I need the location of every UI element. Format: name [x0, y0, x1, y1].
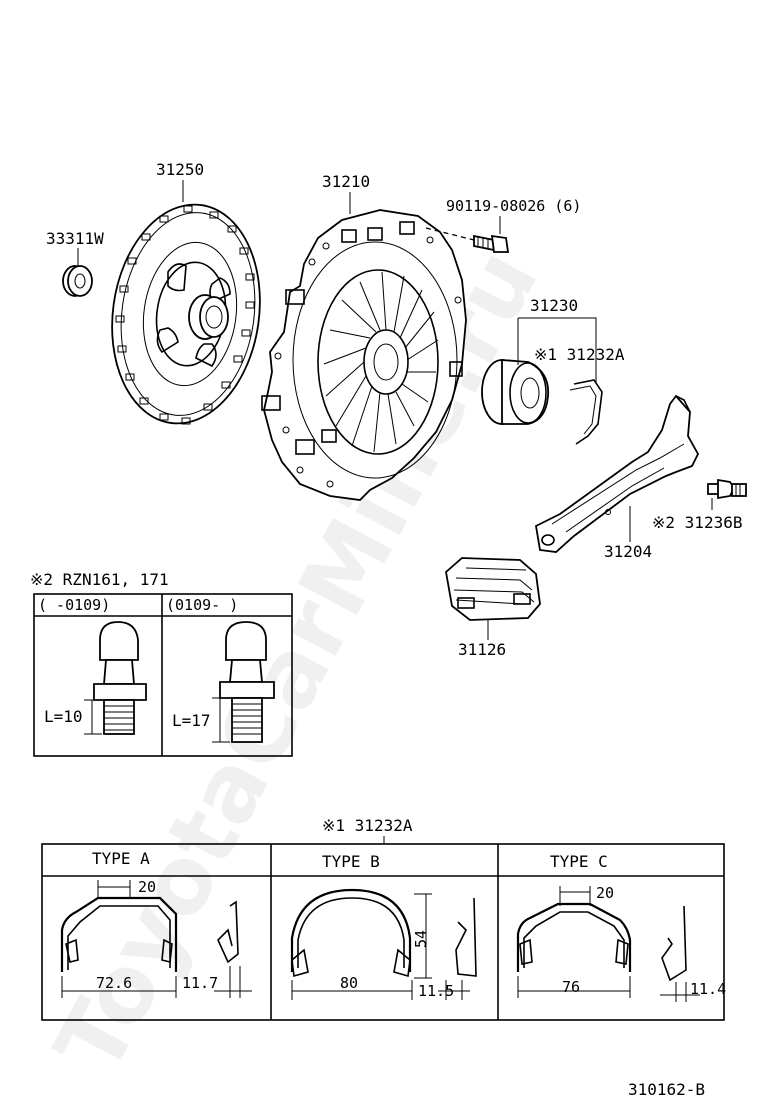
- pivot-col1-header: ( -0109): [38, 596, 110, 614]
- pivot-col2-header: (0109- ): [166, 596, 238, 614]
- pivot-table-title: ※2 RZN161, 171: [30, 570, 169, 589]
- label-31230: 31230: [530, 296, 578, 315]
- label-31210: 31210: [322, 172, 370, 191]
- clip-c-side: 11.4: [690, 980, 726, 998]
- clip-c-width: 76: [562, 978, 580, 996]
- clip-type-b-label: TYPE B: [322, 852, 380, 871]
- label-31250: 31250: [156, 160, 204, 179]
- clip-table: [41, 843, 725, 1021]
- clip-type-c-label: TYPE C: [550, 852, 608, 871]
- clip-a-width: 72.6: [96, 974, 132, 992]
- pilot-bearing: [62, 265, 93, 297]
- clutch-cover: [261, 209, 467, 501]
- clip-type-a-label: TYPE A: [92, 849, 150, 868]
- label-31126: 31126: [458, 640, 506, 659]
- pivot-table: [33, 593, 293, 757]
- clip-a-side: 11.7: [182, 974, 218, 992]
- clip-type-a-drawing: [60, 880, 252, 998]
- label-33311w: 33311W: [46, 229, 104, 248]
- clip-a-top: 20: [138, 878, 156, 896]
- cover-bolt: [425, 227, 510, 253]
- release-fork: [535, 394, 700, 553]
- label-clip-note: ※1 31232A: [534, 345, 625, 364]
- fork-boot: [445, 557, 541, 621]
- clip-b-height: 54: [412, 930, 430, 948]
- fork-pivot: [707, 478, 747, 500]
- release-bearing: [481, 359, 550, 425]
- clutch-disc: [111, 203, 261, 425]
- clip-c-top: 20: [596, 884, 614, 902]
- clip-b-side: 11.5: [418, 982, 454, 1000]
- pivot-length-long: L=17: [172, 711, 211, 730]
- release-clip: [569, 379, 603, 445]
- pivot-pin-short: [84, 621, 147, 735]
- label-pivot-note: ※2 31236B: [652, 513, 742, 532]
- clip-table-title: ※1 31232A: [322, 816, 413, 835]
- clip-b-width: 80: [340, 974, 358, 992]
- pivot-length-short: L=10: [44, 707, 83, 726]
- clip-type-b-drawing: [290, 888, 477, 1000]
- label-bolt: 90119-08026 (6): [446, 197, 581, 215]
- diagram-code: 310162-B: [628, 1080, 705, 1099]
- pivot-pin-long: [212, 621, 275, 743]
- label-31204: 31204: [604, 542, 652, 561]
- clip-type-c-drawing: [516, 886, 700, 1002]
